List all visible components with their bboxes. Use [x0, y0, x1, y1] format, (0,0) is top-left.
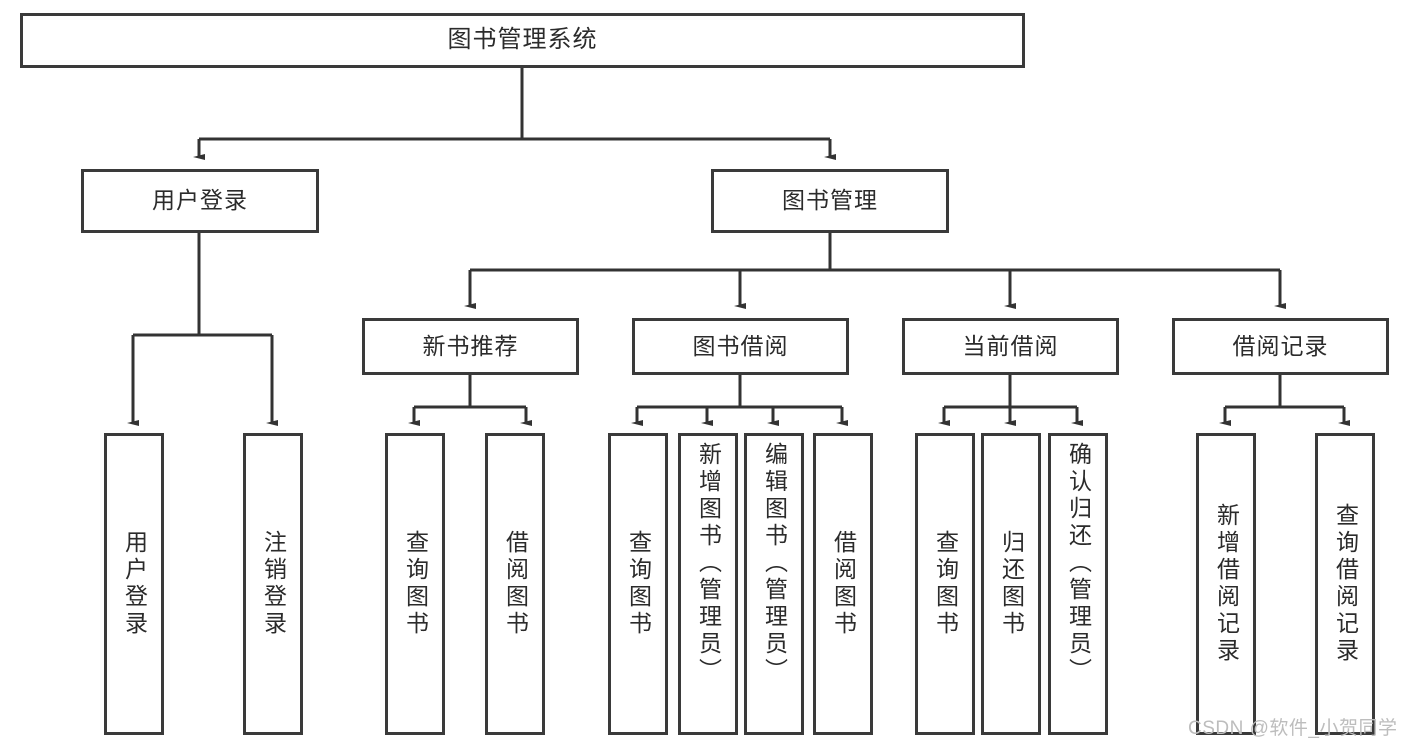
node-label: 新书推荐: [422, 332, 519, 359]
node-label: 确认归还（管理员）: [1065, 442, 1092, 685]
node-label: 查询图书: [625, 530, 652, 638]
node-label: 归还图书: [998, 530, 1025, 638]
node-label: 当前借阅: [962, 332, 1059, 359]
leaf-borrow-record-add[interactable]: 新增借阅记录: [1196, 433, 1256, 735]
leaf-user-login-logout[interactable]: 注销登录: [243, 433, 303, 735]
node-label: 图书管理系统: [447, 26, 598, 54]
leaf-book-borrow-query[interactable]: 查询图书: [608, 433, 668, 735]
node-label: 注销登录: [260, 530, 287, 638]
node-label: 图书管理: [782, 187, 878, 214]
node-label: 图书借阅: [692, 332, 789, 359]
leaf-book-borrow-add-admin[interactable]: 新增图书（管理员）: [678, 433, 738, 735]
node-new-book-recommend[interactable]: 新书推荐: [362, 318, 579, 375]
leaf-book-borrow-borrow[interactable]: 借阅图书: [813, 433, 873, 735]
node-label: 用户登录: [152, 187, 248, 214]
node-label: 新增图书（管理员）: [695, 442, 722, 685]
node-label: 用户登录: [121, 530, 148, 638]
leaf-current-borrow-confirm-return-admin[interactable]: 确认归还（管理员）: [1048, 433, 1108, 735]
node-label: 编辑图书（管理员）: [761, 442, 788, 685]
leaf-book-borrow-edit-admin[interactable]: 编辑图书（管理员）: [744, 433, 804, 735]
leaf-new-book-borrow[interactable]: 借阅图书: [485, 433, 545, 735]
node-label: 借阅记录: [1232, 332, 1329, 359]
node-borrow-record[interactable]: 借阅记录: [1172, 318, 1389, 375]
leaf-current-borrow-query[interactable]: 查询图书: [915, 433, 975, 735]
node-label: 借阅图书: [830, 530, 857, 638]
node-book-management[interactable]: 图书管理: [711, 169, 949, 233]
node-label: 借阅图书: [502, 530, 529, 638]
watermark: CSDN @软件_小贺同学: [1188, 718, 1398, 739]
node-user-login[interactable]: 用户登录: [81, 169, 319, 233]
leaf-current-borrow-return[interactable]: 归还图书: [981, 433, 1041, 735]
node-label: 查询图书: [402, 530, 429, 638]
leaf-user-login-login[interactable]: 用户登录: [104, 433, 164, 735]
node-label: 查询图书: [932, 530, 959, 638]
node-label: 查询借阅记录: [1332, 503, 1359, 665]
node-label: 新增借阅记录: [1213, 503, 1240, 665]
node-root-book-management-system[interactable]: 图书管理系统: [20, 13, 1025, 68]
leaf-new-book-query[interactable]: 查询图书: [385, 433, 445, 735]
node-current-borrow[interactable]: 当前借阅: [902, 318, 1119, 375]
leaf-borrow-record-query[interactable]: 查询借阅记录: [1315, 433, 1375, 735]
node-book-borrow[interactable]: 图书借阅: [632, 318, 849, 375]
